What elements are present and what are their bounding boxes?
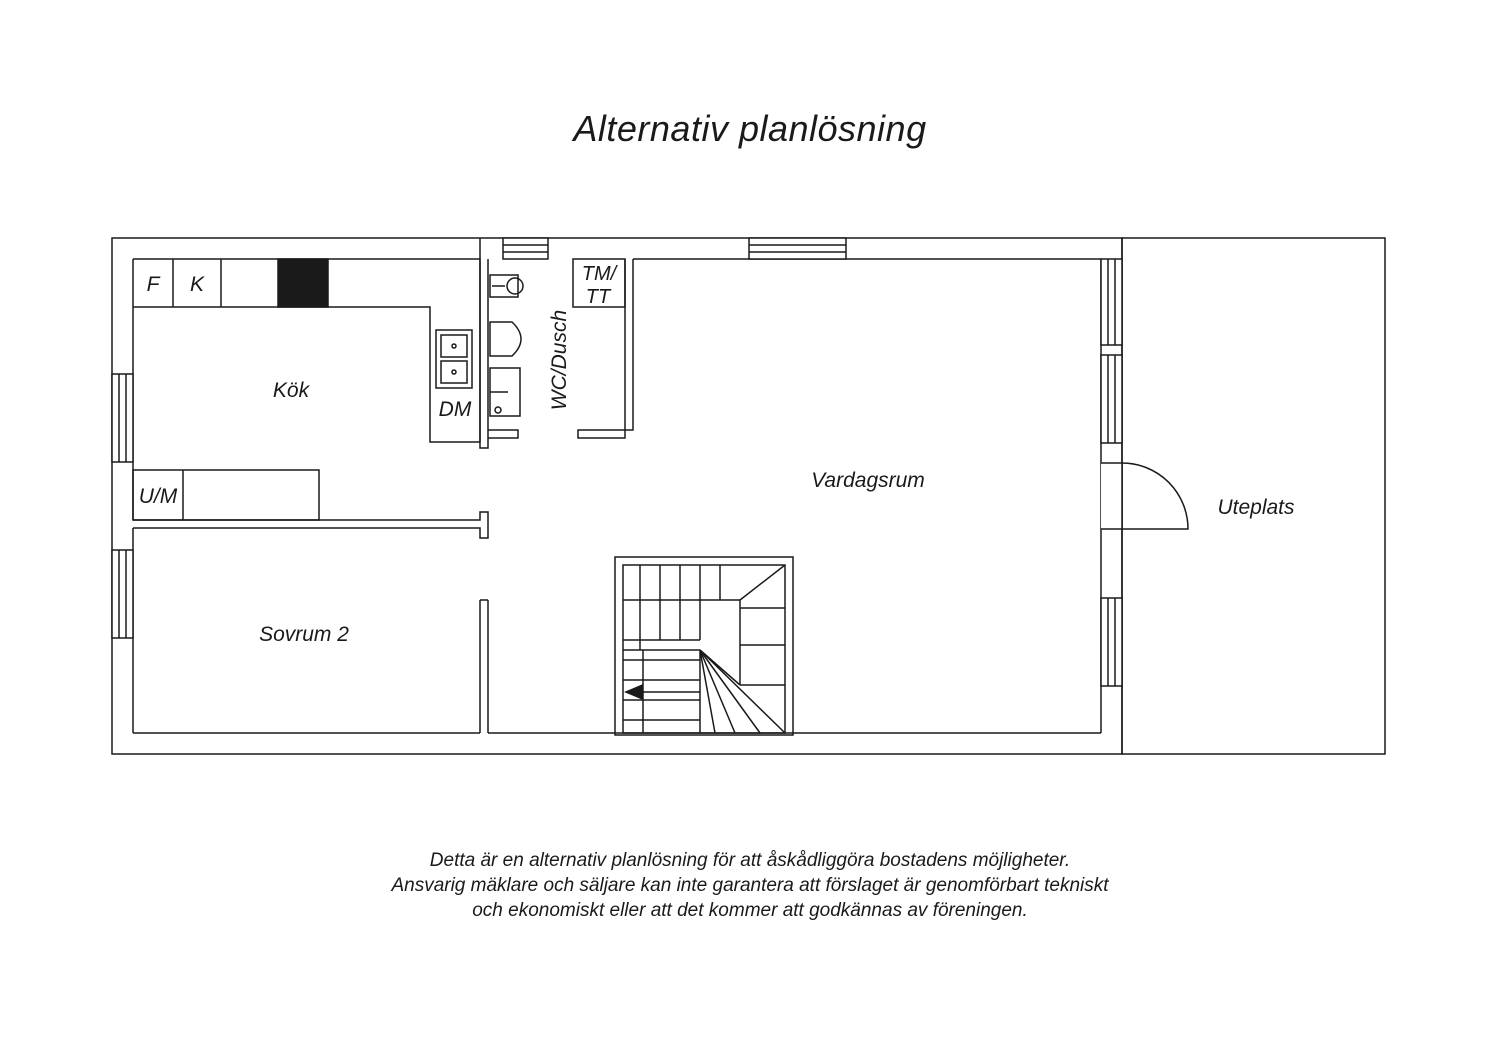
- plan-title: Alternativ planlösning: [573, 108, 927, 149]
- window-left-1: [111, 373, 134, 463]
- stove-icon: [277, 258, 329, 308]
- disclaimer-line-2: Ansvarig mäklare och säljare kan inte ga…: [391, 875, 1109, 896]
- toilet-icon: [489, 321, 522, 357]
- fixture-storage-label: U/M: [139, 485, 178, 508]
- bathroom-wall-right: [577, 259, 634, 439]
- room-label-bathroom: WC/Dusch: [548, 310, 571, 410]
- window-right-1: [1100, 258, 1123, 346]
- room-label-kitchen: Kök: [273, 379, 311, 402]
- fixture-laundry-label-2: TT: [586, 286, 612, 308]
- door-swing-arc: [1121, 462, 1189, 530]
- sink-icon: [435, 329, 473, 389]
- window-top-2: [748, 237, 847, 260]
- disclaimer-line-3: och ekonomiskt eller att det kommer att …: [472, 900, 1028, 921]
- stairs-direction-arrow: [624, 684, 643, 700]
- laundry-area: [572, 258, 626, 308]
- window-left-2: [111, 549, 134, 639]
- bedroom-wall-top: [133, 511, 489, 539]
- fixture-laundry-label-1: TM/: [582, 263, 619, 285]
- bathroom-wall-left: [479, 238, 489, 449]
- disclaimer-line-1: Detta är en alternativ planlösning för a…: [429, 850, 1071, 871]
- outer-wall-outline: [111, 237, 1123, 755]
- fixture-fridge-label: F: [147, 273, 161, 296]
- window-top-1: [502, 237, 549, 260]
- door-opening: [1101, 463, 1122, 529]
- fixture-freezer-label: K: [190, 273, 205, 296]
- room-label-bedroom: Sovrum 2: [259, 623, 349, 646]
- bathroom-wall-bottom: [488, 429, 519, 439]
- window-right-3: [1100, 597, 1123, 687]
- window-right-2: [1100, 354, 1123, 444]
- fixture-dishwasher-label: DM: [439, 398, 472, 421]
- kitchen-counter: [133, 306, 480, 443]
- room-label-patio: Uteplats: [1217, 496, 1295, 519]
- washbasin-icon: [489, 274, 519, 298]
- staircase: [614, 556, 794, 736]
- disclaimer-text: Detta är en alternativ planlösning för a…: [0, 848, 1500, 923]
- room-label-living-room: Vardagsrum: [811, 469, 925, 492]
